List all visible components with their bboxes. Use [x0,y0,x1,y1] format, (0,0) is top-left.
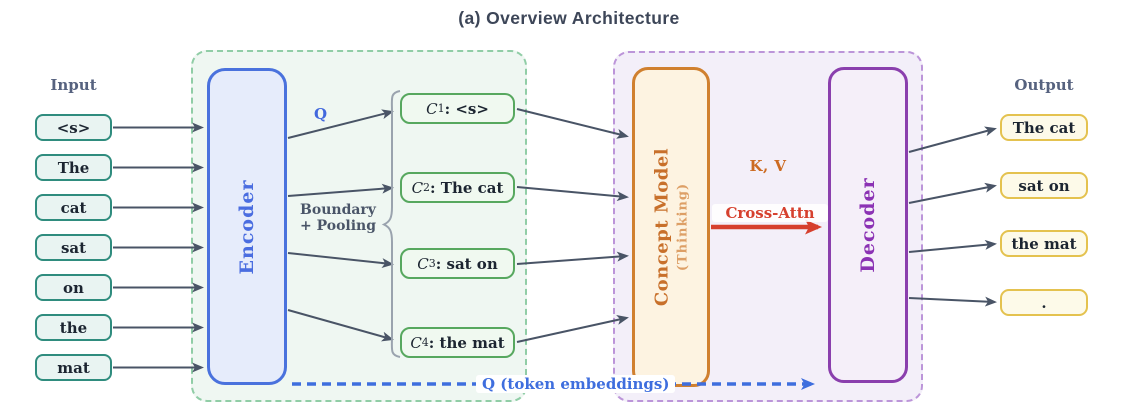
cross-attn-annotation: Cross-Attn [712,204,828,222]
input-token-box: <s> [35,114,112,141]
concept-var: C [417,254,429,273]
concept-text: : the mat [428,333,505,352]
output-token-box: sat on [1000,172,1088,199]
concept-var: C [411,178,424,197]
concept-text: : sat on [435,254,498,273]
boundary-line2: + Pooling [299,218,377,234]
token-embeddings-annotation: Q (token embeddings) [476,375,676,393]
output-token-box: . [1000,289,1088,316]
output-token-box: the mat [1000,230,1088,257]
decoder-block: Decoder [828,67,908,383]
concept-var: C [410,333,422,352]
boundary-line1: Boundary [300,202,376,218]
concept-var: C [426,99,438,118]
concept-model-label: Concept Model [651,147,673,307]
input-token-box: cat [35,194,112,221]
kv-annotation: K, V [749,157,787,175]
boundary-pooling-annotation: Boundary + Pooling [296,202,380,234]
input-token-box: on [35,274,112,301]
concept-text: : The cat [430,178,504,197]
encoder-block: Encoder [207,68,287,385]
input-token-box: sat [35,234,112,261]
concept-text: : <s> [444,99,489,118]
input-token-box: The [35,154,112,181]
input-token-box: mat [35,354,112,381]
figure-title: (a) Overview Architecture [458,8,680,28]
encoder-label: Encoder [236,179,258,274]
concept-model-block: Concept Model (Thinking) [632,67,710,387]
input-token-box: the [35,314,112,341]
concept-model-sublabel: (Thinking) [675,182,691,272]
q-annotation: Q [314,105,328,123]
input-to-encoder-arrows [113,122,204,373]
output-token-box: The cat [1000,114,1088,141]
output-column-label: Output [1014,76,1074,94]
input-column-label: Input [50,76,97,94]
concept-to-model-arrows [516,108,629,343]
decoder-label: Decoder [857,177,879,273]
